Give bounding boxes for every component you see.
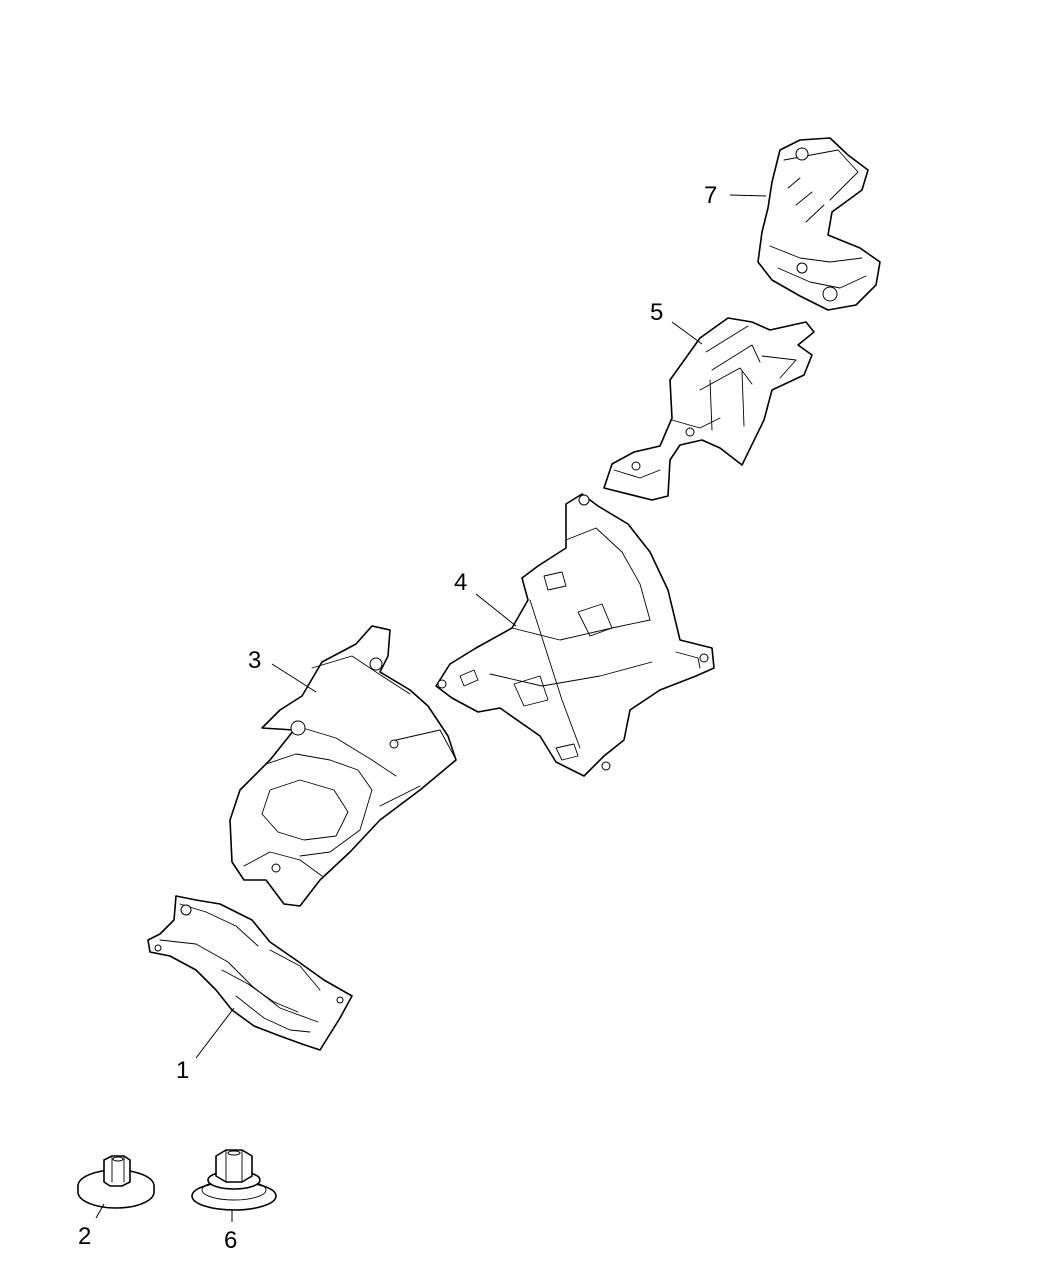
leader-4 [475,593,517,627]
part-3-heat-shield [229,625,457,907]
part-2-nut [77,1155,155,1209]
callout-7: 7 [704,182,717,209]
part-1-heat-shield [147,895,353,1051]
leader-2 [95,1203,105,1219]
leader-1 [195,1007,235,1059]
leader-5 [671,321,703,345]
callout-6: 6 [224,1227,237,1254]
callout-1: 1 [176,1057,189,1084]
leader-7 [729,194,767,197]
callout-3: 3 [248,647,261,674]
callout-5: 5 [650,299,663,326]
part-5-heat-shield [603,317,815,501]
part-7-heat-shield [757,137,881,311]
part-6-nut [191,1149,277,1211]
callout-4: 4 [454,569,467,596]
part-4-heat-shield [435,493,715,777]
leader-3 [271,663,317,693]
callout-2: 2 [78,1223,91,1250]
